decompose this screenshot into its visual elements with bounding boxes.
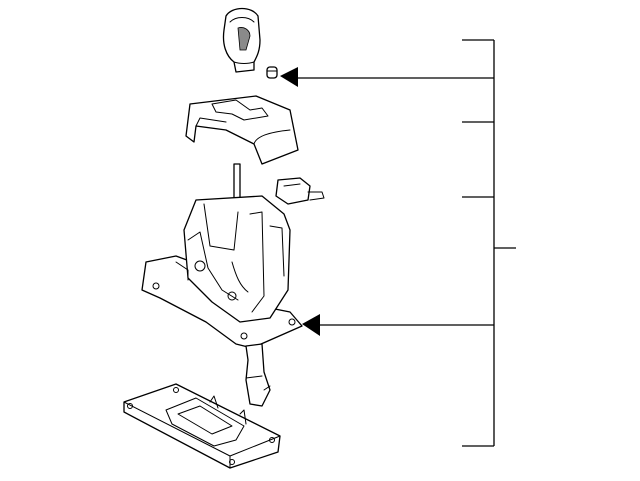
arrow-pointer-cap [280, 67, 298, 87]
shift-knob-icon[interactable] [222, 7, 261, 73]
connector-icon[interactable] [275, 177, 325, 205]
plate-icon[interactable] [123, 383, 281, 469]
arrow-pointer-assembly [302, 314, 320, 336]
cap-icon[interactable] [266, 66, 278, 79]
shifter-assembly-icon[interactable] [141, 163, 303, 407]
cover-icon[interactable] [185, 95, 299, 165]
callout-bracket [298, 39, 516, 447]
